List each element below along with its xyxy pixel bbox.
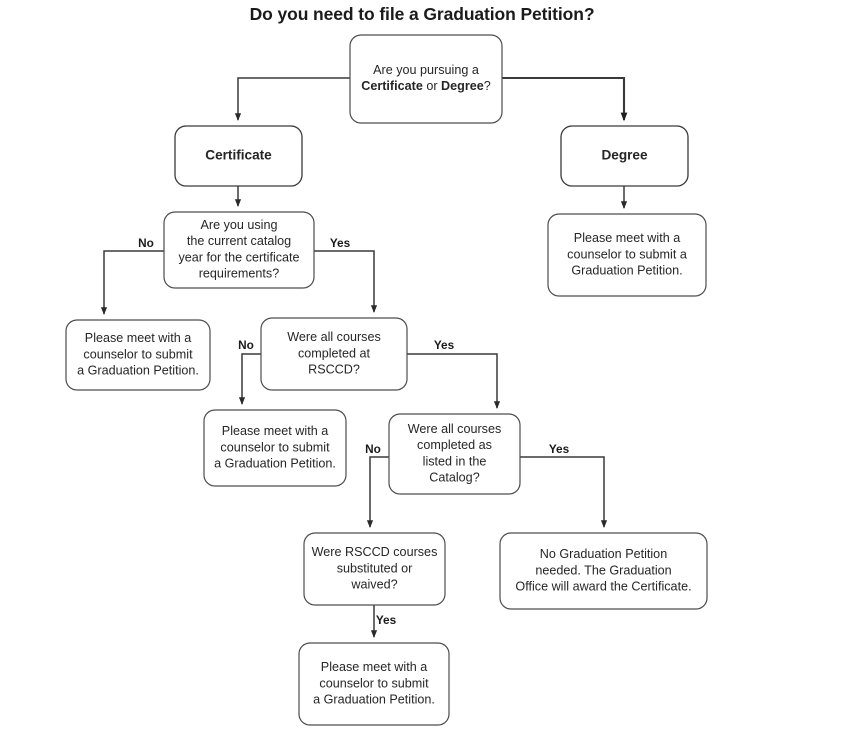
node-text-outcome-substituted-line-1: counselor to submit: [319, 676, 429, 690]
node-text-degree-outcome-line-1: counselor to submit a: [567, 247, 687, 261]
node-shape-outcome-not-rsccd: [203, 409, 347, 487]
edge-e-pursuing-certificate: [234, 77, 350, 122]
node-text-outcome-no-catalog-line-2: a Graduation Petition.: [77, 364, 199, 378]
node-text-q-as-listed-line-2: listed in the: [423, 454, 487, 468]
node-text-outcome-no-petition-line-2: Office will award the Certificate.: [515, 580, 691, 594]
node-text-q-substituted-line-0: Were RSCCD courses: [312, 545, 438, 559]
node-degree-outcome[interactable]: Please meet with a counselor to submit a G…: [547, 213, 707, 297]
node-q-rsccd[interactable]: Were all courses completed at RSCCD?: [260, 317, 408, 391]
node-shape-outcome-substituted: [298, 642, 450, 726]
nodes-layer: Are you pursuing a Certificate or Degree?…: [65, 34, 708, 726]
node-outcome-no-petition[interactable]: No Graduation Petition needed. The Gradua…: [499, 532, 708, 610]
edge-label-e-substituted-yes: Yes: [376, 613, 397, 627]
node-shape-outcome-no-catalog: [65, 319, 211, 391]
edge-e-pursuing-degree: [502, 76, 628, 122]
edge-e-rsccd-no: [238, 353, 261, 406]
node-shape-q-substituted: [303, 532, 446, 606]
node-text-outcome-not-rsccd-line-2: a Graduation Petition.: [214, 457, 336, 471]
node-shape-degree: [560, 125, 689, 187]
node-text-certificate-line-0: Certificate: [205, 148, 272, 163]
node-outcome-substituted[interactable]: Please meet with a counselor to submit a G…: [298, 642, 450, 726]
node-text-q-catalog-year-line-3: requirements?: [199, 267, 280, 281]
edge-label-e-listed-yes: Yes: [549, 442, 570, 456]
node-text-outcome-substituted-line-0: Please meet with a: [321, 660, 427, 674]
node-q-as-listed[interactable]: Were all courses completed as listed in th…: [388, 413, 521, 495]
node-text-q-as-listed-line-0: Were all courses: [408, 422, 502, 436]
node-text-q-catalog-year-line-2: year for the certificate: [178, 250, 299, 264]
node-shape-q-pursuing: [349, 34, 503, 124]
node-text-q-catalog-year-line-0: Are you using: [200, 218, 277, 232]
node-shape-q-catalog-year: [163, 211, 315, 289]
node-outcome-not-rsccd[interactable]: Please meet with a counselor to submit a G…: [203, 409, 347, 487]
node-text-q-as-listed-line-3: Catalog?: [429, 471, 479, 485]
node-text-degree-line-0: Degree: [601, 148, 648, 163]
node-shape-outcome-no-petition: [499, 532, 708, 610]
node-shape-q-rsccd: [260, 317, 408, 391]
node-text-q-rsccd-line-1: completed at: [298, 346, 371, 360]
node-certificate[interactable]: Certificate: [174, 125, 303, 187]
edge-e-rsccd-yes: [407, 353, 501, 410]
node-text-q-pursuing-line-1: Certificate or Degree?: [361, 79, 491, 93]
node-text-q-substituted-line-2: waived?: [350, 578, 397, 592]
node-text-outcome-not-rsccd-line-0: Please meet with a: [222, 424, 328, 438]
node-q-pursuing[interactable]: Are you pursuing a Certificate or Degree?: [349, 34, 503, 124]
node-text-outcome-substituted-line-2: a Graduation Petition.: [313, 693, 435, 707]
edge-label-e-catalog-no: No: [138, 236, 154, 250]
edge-label-e-listed-no: No: [365, 442, 381, 456]
node-text-degree-outcome-line-2: Graduation Petition.: [571, 264, 682, 278]
node-text-q-catalog-year-line-1: the current catalog: [187, 234, 291, 248]
page-title: Do you need to file a Graduation Petitio…: [249, 4, 595, 24]
node-text-q-substituted-line-1: substituted or: [337, 561, 413, 575]
edge-e-listed-no: [366, 456, 389, 529]
node-text-outcome-no-catalog-line-1: counselor to submit: [83, 347, 193, 361]
node-text-q-rsccd-line-2: RSCCD?: [308, 363, 360, 377]
node-text-outcome-no-petition-line-0: No Graduation Petition: [540, 547, 667, 561]
edge-label-e-rsccd-yes: Yes: [434, 338, 455, 352]
edges-layer: [100, 76, 628, 639]
node-shape-q-as-listed: [388, 413, 521, 495]
node-text-outcome-no-catalog-line-0: Please meet with a: [85, 331, 191, 345]
node-q-catalog-year[interactable]: Are you using the current catalog year for…: [163, 211, 315, 289]
edge-label-e-catalog-yes: Yes: [330, 236, 351, 250]
node-shape-certificate: [174, 125, 303, 187]
node-degree[interactable]: Degree: [560, 125, 689, 187]
node-text-outcome-no-petition-line-1: needed. The Graduation: [535, 563, 671, 577]
node-text-q-as-listed-line-1: completed as: [417, 438, 492, 452]
node-text-outcome-not-rsccd-line-1: counselor to submit: [220, 440, 330, 454]
edge-label-e-rsccd-no: No: [238, 338, 254, 352]
node-outcome-no-catalog[interactable]: Please meet with a counselor to submit a G…: [65, 319, 211, 391]
edge-e-catalog-no: [100, 250, 164, 316]
node-text-q-pursuing-line-0: Are you pursuing a: [373, 63, 479, 77]
node-q-substituted[interactable]: Were RSCCD courses substituted or waived?: [303, 532, 446, 606]
node-text-q-rsccd-line-0: Were all courses: [287, 330, 381, 344]
edge-e-listed-yes: [520, 456, 608, 529]
node-shape-degree-outcome: [547, 213, 707, 297]
edge-e-catalog-yes: [314, 250, 378, 314]
node-text-degree-outcome-line-0: Please meet with a: [574, 231, 680, 245]
